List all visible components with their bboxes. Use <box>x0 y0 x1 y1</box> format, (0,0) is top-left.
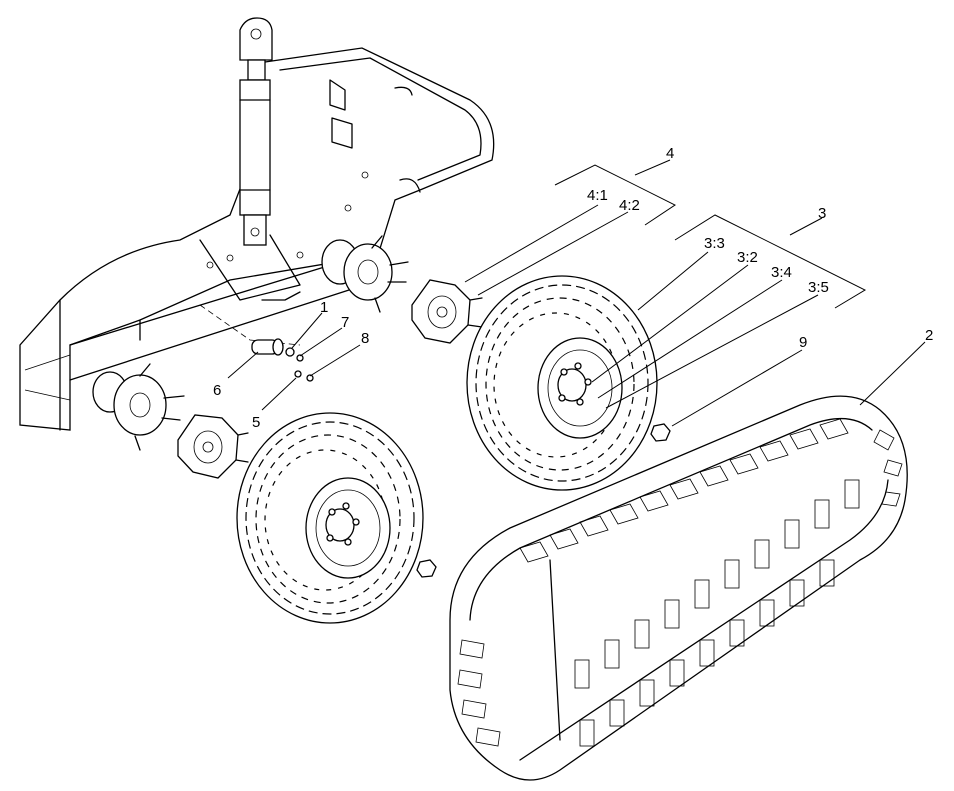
callout-9: 9 <box>799 334 807 351</box>
callout-8: 8 <box>361 330 369 347</box>
tire-upper <box>466 275 658 491</box>
lug-nut-upper <box>650 423 671 442</box>
small-bolts <box>285 347 314 382</box>
pivot-pin <box>251 338 284 356</box>
callout-labels: 4 4:1 4:2 3 3:3 3:2 3:4 3:5 9 2 1 7 8 6 … <box>213 145 933 431</box>
hydraulic-cylinder <box>239 17 273 246</box>
leader-lines <box>227 159 926 427</box>
callout-1: 1 <box>320 299 328 316</box>
callout-3-2: 3:2 <box>737 249 758 266</box>
lug-nut-lower <box>416 559 437 578</box>
callout-6: 6 <box>213 382 221 399</box>
hub-adapter-upper <box>411 279 483 344</box>
hub-upper <box>321 235 409 313</box>
callout-4-2: 4:2 <box>619 197 640 214</box>
hub-lower <box>92 363 185 451</box>
callout-3-5: 3:5 <box>808 279 829 296</box>
assembly-bracket-4 <box>554 164 676 226</box>
assembly-bracket-3 <box>674 214 867 309</box>
callout-2: 2 <box>925 327 933 344</box>
tire-lower <box>236 412 424 624</box>
callout-3-4: 3:4 <box>771 264 792 281</box>
callout-7: 7 <box>341 314 349 331</box>
callout-4: 4 <box>666 145 674 162</box>
hub-adapter-lower <box>177 414 249 479</box>
callout-5: 5 <box>252 414 260 431</box>
callout-3: 3 <box>818 205 826 222</box>
rubber-track <box>449 395 908 781</box>
callout-3-3: 3:3 <box>704 235 725 252</box>
callout-4-1: 4:1 <box>587 187 608 204</box>
